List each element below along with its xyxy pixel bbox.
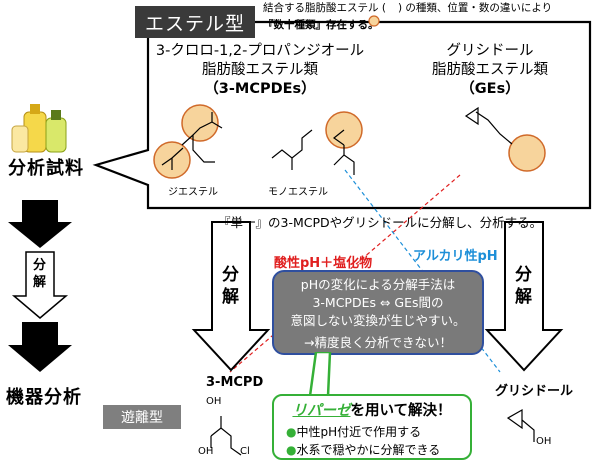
- mcpde-title-line-3: （3-MCPDEs）: [204, 81, 316, 97]
- product-glycidol-label: グリシドール: [495, 384, 574, 399]
- warning-line-3: 意図しない変換が生じやすい。: [290, 313, 466, 328]
- green-pointer: [308, 352, 332, 398]
- decompose-right-char-2: 解: [515, 287, 532, 307]
- oil-bottles-icon: [11, 104, 67, 153]
- warning-line-2: 3-MCPDEs ⇔ GEs間の: [312, 295, 444, 310]
- lipase-point-2: ●水系で穏やかに分解できる: [286, 441, 470, 458]
- lipase-point-1: ●中性pH付近で作用する: [286, 423, 470, 440]
- ester-note-line-2: 『数十種類』存在する。: [263, 19, 379, 31]
- note-text-b: ) の種類、位置・数の違いにより: [397, 2, 553, 14]
- decompose-left-char-1: 分: [222, 265, 239, 285]
- lipase-word: リパーゼ: [292, 403, 351, 419]
- atom-cl: Cl: [240, 446, 250, 457]
- ge-title: グリシドール 脂肪酸エステル類 （GEs）: [405, 42, 575, 99]
- diester-label: ジエステル: [168, 187, 218, 198]
- free-form-tag: 遊離型: [103, 405, 181, 429]
- lipase-headline: リパーゼを用いて解決！: [274, 399, 470, 420]
- lipase-point-2-text: 水系で穏やかに分解できる: [296, 443, 441, 457]
- outline-down-arrow-icon: [11, 251, 69, 319]
- ge-title-line-2: 脂肪酸エステル類: [432, 62, 548, 78]
- sample-label: 分析試料: [8, 158, 84, 179]
- product-3mcpd-label: 3-MCPD: [206, 375, 264, 390]
- atom-oh-2: OH: [198, 446, 214, 457]
- decompose-small-label: 分 解: [33, 257, 47, 291]
- ester-type-tag: エステル型: [135, 6, 255, 38]
- decompose-small-char-2: 解: [33, 275, 47, 290]
- warning-line-4: →精度良く分析できない！: [304, 335, 452, 350]
- lipase-point-1-text: 中性pH付近で作用する: [296, 425, 422, 439]
- mcpde-title: 3-クロロ-1,2-プロパンジオール 脂肪酸エステル類 （3-MCPDEs）: [150, 42, 370, 99]
- lipase-headline-rest: を用いて解決！: [350, 403, 452, 419]
- decompose-arrow-left: [191, 221, 271, 372]
- atom-oh-1: OH: [206, 396, 222, 407]
- down-arrow-icon: [8, 222, 72, 248]
- decompose-right-char-1: 分: [515, 265, 532, 285]
- bullet-icon: ●: [286, 443, 297, 457]
- ester-note-line-1: 結合する脂肪酸エステル ( ) の種類、位置・数の違いにより: [263, 0, 552, 16]
- ge-title-line-3: （GEs）: [460, 81, 520, 97]
- acid-path-line: [229, 174, 461, 373]
- single-compound-line: 『単一』の3-MCPDやグリシドールに分解し、分析する。: [218, 215, 543, 230]
- alkaline-ph-label: アルカリ性pH: [413, 249, 498, 264]
- decompose-small-char-1: 分: [33, 258, 47, 273]
- mcpde-title-line-2: 脂肪酸エステル類: [202, 62, 318, 78]
- decompose-left-char-2: 解: [222, 287, 239, 307]
- decompose-right-label: 分 解: [515, 264, 532, 308]
- acid-ph-label: 酸性pH＋塩化物: [274, 256, 373, 271]
- instrument-analysis-label: 機器分析: [6, 387, 82, 408]
- warning-line-1: pHの変化による分解手法は: [300, 277, 456, 292]
- atom-oh-3: OH: [536, 436, 552, 447]
- molecule-structures: [161, 106, 535, 456]
- lipase-solution-box: リパーゼを用いて解決！ ●中性pH付近で作用する ●水系で穏やかに分解できる: [272, 394, 472, 460]
- note-text-a: 結合する脂肪酸エステル (: [263, 2, 386, 14]
- monoester-label: モノエステル: [268, 187, 328, 198]
- decompose-arrow-right: [484, 221, 564, 372]
- bullet-icon: ●: [286, 425, 297, 439]
- decompose-left-label: 分 解: [222, 264, 239, 308]
- mcpde-title-line-1: 3-クロロ-1,2-プロパンジオール: [155, 43, 365, 59]
- ge-title-line-1: グリシドール: [446, 43, 534, 59]
- down-arrow-icon: [8, 345, 72, 372]
- warning-box: pHの変化による分解手法は 3-MCPDEs ⇔ GEs間の 意図しない変換が生…: [272, 270, 484, 355]
